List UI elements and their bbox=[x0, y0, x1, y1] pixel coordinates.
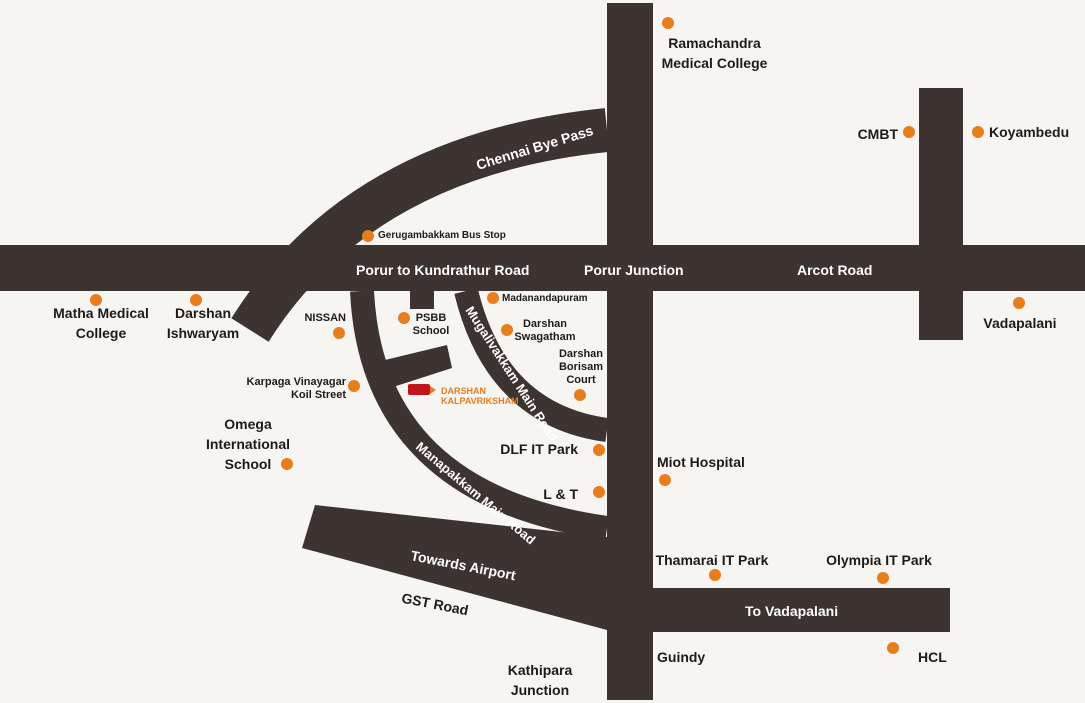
label-porur-junction: Porur Junction bbox=[584, 262, 684, 278]
landmark-dot-ramachandra bbox=[662, 17, 674, 29]
landmark-dot-psbb bbox=[398, 312, 410, 324]
landmark-hcl: HCL bbox=[918, 649, 947, 665]
road-towards-airport bbox=[302, 505, 607, 630]
landmark-dot-gerugambakkam bbox=[362, 230, 374, 242]
landmark-cmbt: CMBT bbox=[857, 126, 898, 142]
landmark-dot-olympia bbox=[877, 572, 889, 584]
landmark-kathipara: Kathipara Junction bbox=[507, 662, 573, 698]
landmark-omega: Omega International School bbox=[205, 416, 290, 472]
landmark-dot-cmbt bbox=[903, 126, 915, 138]
project-marker bbox=[408, 384, 430, 395]
landmark-vadapalani: Vadapalani bbox=[983, 315, 1057, 331]
landmark-dot-darshan-borisam bbox=[574, 389, 586, 401]
landmark-gerugambakkam: Gerugambakkam Bus Stop bbox=[378, 230, 506, 241]
road-porur-kundrathur bbox=[0, 245, 1085, 291]
landmark-dot-matha bbox=[90, 294, 102, 306]
landmark-dot-madanandapuram bbox=[487, 292, 499, 304]
landmark-dot-nissan bbox=[333, 327, 345, 339]
label-to-vadapalani: To Vadapalani bbox=[745, 603, 838, 619]
landmark-matha: Matha Medical College bbox=[53, 305, 149, 341]
landmark-lt: L & T bbox=[543, 486, 578, 502]
road-manapakkam bbox=[350, 290, 609, 540]
landmark-madanandapuram: Madanandapuram bbox=[502, 293, 588, 304]
landmark-dot-vadapalani bbox=[1013, 297, 1025, 309]
landmark-nissan: NISSAN bbox=[304, 312, 346, 324]
landmark-ramachandra: Ramachandra Medical College bbox=[661, 35, 768, 71]
landmark-dot-dlf bbox=[593, 444, 605, 456]
road-vertical-main bbox=[607, 3, 653, 700]
label-porur-kundrathur: Porur to Kundrathur Road bbox=[356, 262, 529, 278]
landmark-dot-hcl bbox=[887, 642, 899, 654]
landmark-dot-lt bbox=[593, 486, 605, 498]
road-to-vadapalani bbox=[653, 588, 950, 632]
road-chennai-bye-pass bbox=[231, 108, 610, 342]
landmark-dot-koyambedu bbox=[972, 126, 984, 138]
project-label: DARSHAN KALPAVRIKSHAM bbox=[441, 386, 519, 406]
landmark-dot-darshan-swagatham bbox=[501, 324, 513, 336]
landmark-darshan-borisam: Darshan Borisam Court bbox=[558, 348, 604, 386]
landmark-karpaga: Karpaga Vinayagar Koil Street bbox=[246, 376, 346, 401]
landmark-dlf: DLF IT Park bbox=[500, 441, 578, 457]
landmark-koyambedu: Koyambedu bbox=[989, 124, 1070, 140]
landmark-psbb: PSBB School bbox=[412, 312, 450, 337]
road-stub bbox=[385, 345, 452, 388]
arrow-right-icon bbox=[430, 386, 436, 394]
landmark-thamarai: Thamarai IT Park bbox=[655, 552, 769, 568]
road-psbb-stub bbox=[410, 291, 434, 309]
label-arcot-road: Arcot Road bbox=[797, 262, 872, 278]
road-cmbt bbox=[919, 88, 963, 340]
landmark-guindy: Guindy bbox=[657, 649, 706, 665]
landmark-dot-darshan-ishwaryam bbox=[190, 294, 202, 306]
road-mugalivakkam bbox=[454, 288, 609, 442]
landmark-olympia: Olympia IT Park bbox=[826, 552, 932, 568]
landmark-dot-karpaga bbox=[348, 380, 360, 392]
landmark-dot-omega bbox=[281, 458, 293, 470]
landmark-darshan-ishwaryam: Darshan Ishwaryam bbox=[166, 305, 240, 341]
landmark-darshan-swagatham: Darshan Swagatham bbox=[514, 318, 576, 343]
landmark-miot: Miot Hospital bbox=[657, 454, 745, 470]
landmark-dot-miot bbox=[659, 474, 671, 486]
landmark-dot-thamarai bbox=[709, 569, 721, 581]
